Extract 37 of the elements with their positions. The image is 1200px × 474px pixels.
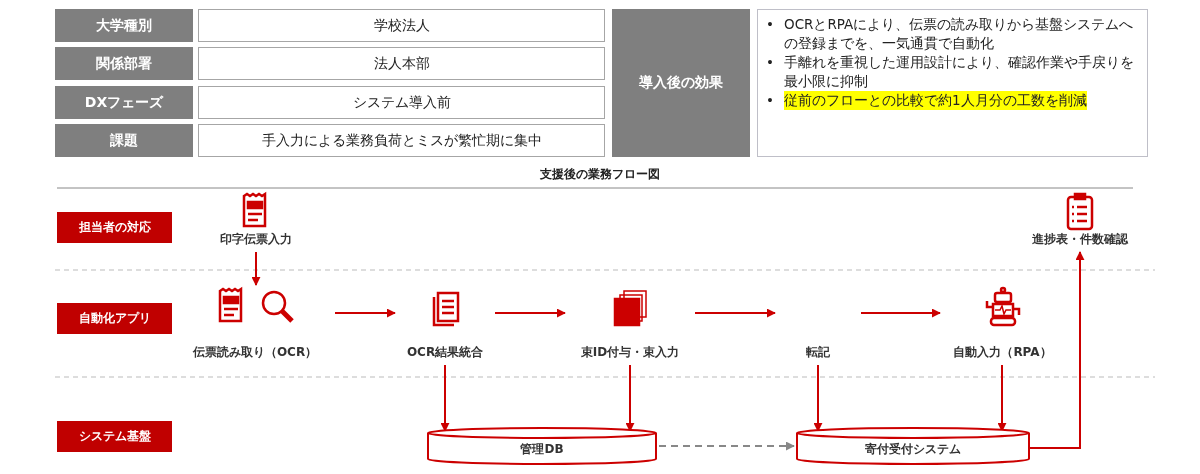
- arrow: [813, 364, 823, 432]
- step-label: OCR結果統合: [405, 344, 485, 361]
- arrow: [334, 308, 396, 318]
- bullet-text: 従前のフローとの比較で約1人月分の工数を削減: [784, 91, 1087, 110]
- step-label: 伝票読み取り（OCR）: [191, 344, 319, 361]
- arrow: [440, 364, 450, 432]
- table-cell: 学校法人: [198, 9, 605, 42]
- arrow: [494, 308, 566, 318]
- header-cell: 大学種別: [55, 9, 193, 42]
- lane-label: 担当者の対応: [57, 212, 172, 243]
- arrow: [1029, 251, 1085, 449]
- lane-label: 自動化アプリ: [57, 303, 172, 334]
- header-cell: DXフェーズ: [55, 86, 193, 119]
- arrow: [694, 308, 776, 318]
- header-cell: 課題: [55, 124, 193, 157]
- header-cell: 関係部署: [55, 47, 193, 80]
- arrow: [860, 308, 941, 318]
- table-cell: 手入力による業務負荷とミスが繁忙期に集中: [198, 124, 605, 157]
- bullet-mark: •: [766, 91, 775, 110]
- step-label: 自動入力（RPA）: [952, 344, 1053, 361]
- table-cell: 法人本部: [198, 47, 605, 80]
- step-label: 転記: [805, 344, 831, 361]
- flow-title: 支援後の業務フロー図: [539, 166, 661, 183]
- step-label: 進捗表・件数確認: [1031, 231, 1129, 248]
- lane-label: システム基盤: [57, 421, 172, 452]
- database-label: 管理DB: [519, 441, 565, 458]
- bullet-text: OCRとRPAにより、伝票の読み取りから基盤システムへの登録までを、一気通貫で自動化: [784, 15, 1135, 53]
- arrow: [251, 251, 261, 286]
- database-label: 寄付受付システム: [864, 441, 962, 458]
- bullet-mark: •: [766, 15, 775, 34]
- header-cell: 導入後の効果: [612, 9, 750, 157]
- table-cell: システム導入前: [198, 86, 605, 119]
- arrow: [658, 441, 795, 451]
- step-label: 束ID付与・束入力: [579, 344, 681, 361]
- step-label: 印字伝票入力: [219, 231, 293, 248]
- bullet-text: 手離れを重視した運用設計により、確認作業や手戻りを最小限に抑制: [784, 53, 1135, 91]
- bullet-mark: •: [766, 53, 775, 72]
